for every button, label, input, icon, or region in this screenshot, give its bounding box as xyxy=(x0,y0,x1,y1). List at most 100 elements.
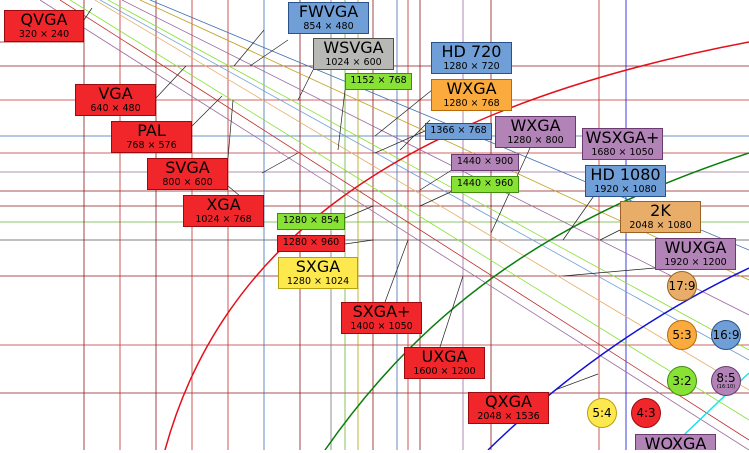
ratio-circle-4-3: 4:3 xyxy=(631,398,661,428)
res-size: 1024 × 768 xyxy=(195,214,252,225)
res-size: 2048 × 1536 xyxy=(477,411,540,422)
connector-line xyxy=(554,373,599,391)
connector-line xyxy=(233,29,265,67)
res-name: WOXGA xyxy=(644,434,707,453)
res-name: WUXGA xyxy=(664,238,727,257)
res-name: UXGA xyxy=(421,347,468,366)
arc-green xyxy=(324,152,749,450)
res-size: 1280 × 720 xyxy=(443,61,500,72)
res-box-1366x768: 1366 × 768 xyxy=(425,123,492,140)
res-box-vga: VGA 640 × 480 xyxy=(75,84,156,116)
ratio-circle-5-4: 5:4 xyxy=(587,398,617,428)
res-size: 2048 × 1080 xyxy=(629,220,692,231)
connector-line xyxy=(261,152,299,174)
res-name: QVGA xyxy=(20,10,68,29)
res-box-wuxga: WUXGA 1920 × 1200 xyxy=(655,238,736,270)
res-size: 1280 × 854 xyxy=(282,215,340,226)
ratio-sublabel: (16:10) xyxy=(716,384,736,390)
res-name: WSXGA+ xyxy=(585,128,660,147)
res-box-sxga: SXGA 1280 × 1024 xyxy=(278,257,358,289)
res-box-svga: SVGA 800 × 600 xyxy=(147,158,228,190)
ratio-label: 5:3 xyxy=(672,328,692,342)
ratio-circle-5-3: 5:3 xyxy=(667,320,697,350)
connector-line xyxy=(337,89,346,151)
connector-line xyxy=(155,65,187,99)
res-name: SXGA xyxy=(295,257,341,276)
arc-red xyxy=(164,41,749,450)
connector-line xyxy=(227,99,234,159)
connector-line xyxy=(191,95,223,127)
res-box-2k: 2K 2048 × 1080 xyxy=(620,201,701,233)
res-box-wsvga: WSVGA 1024 × 600 xyxy=(313,38,394,70)
ratio-label: 3:2 xyxy=(672,374,692,388)
res-size: 1024 × 600 xyxy=(325,57,382,68)
label-connectors xyxy=(83,7,656,391)
aspect-ray xyxy=(69,0,749,421)
res-size: 800 × 600 xyxy=(162,177,213,188)
connector-line xyxy=(374,89,433,137)
connector-line xyxy=(83,7,93,21)
connector-line xyxy=(297,69,314,101)
res-size: 1280 × 1024 xyxy=(286,276,350,287)
res-size: 1920 × 1200 xyxy=(664,257,727,268)
connector-line xyxy=(249,39,289,67)
res-size: 1152 × 768 xyxy=(350,75,407,86)
res-size: 1366 × 768 xyxy=(430,125,487,136)
ratio-circle-17-9: 17:9 xyxy=(667,271,697,301)
res-box-wxga-800: WXGA 1280 × 800 xyxy=(495,116,576,148)
res-size: 768 × 576 xyxy=(126,140,177,151)
res-name: SVGA xyxy=(165,158,210,177)
res-box-hd720: HD 720 1280 × 720 xyxy=(431,42,512,74)
res-name: VGA xyxy=(98,84,133,103)
res-size: 1280 × 960 xyxy=(282,237,340,248)
connector-line xyxy=(599,229,621,241)
res-box-pal: PAL 768 × 576 xyxy=(111,121,192,153)
aspect-ray xyxy=(107,0,749,351)
res-name: PAL xyxy=(137,121,166,140)
res-box-qvga: QVGA 320 × 240 xyxy=(4,10,84,42)
ratio-label: 5:4 xyxy=(592,406,612,420)
connector-line xyxy=(419,167,456,191)
res-size: 320 × 240 xyxy=(18,29,70,40)
res-name: FWVGA xyxy=(298,2,359,21)
ratio-circle-8-5: 8:5 (16:10) xyxy=(711,366,741,396)
res-box-wsxga-plus: WSXGA+ 1680 × 1050 xyxy=(582,128,663,160)
res-box-woxga: WOXGA xyxy=(635,434,716,453)
res-size: 1920 × 1080 xyxy=(594,184,657,195)
connector-line xyxy=(384,239,409,303)
connector-line xyxy=(344,239,374,245)
res-size: 1280 × 800 xyxy=(507,135,564,146)
aspect-ray xyxy=(139,0,749,281)
connector-line xyxy=(374,130,426,154)
ratio-label: 8:5 xyxy=(716,371,736,385)
res-box-qxga: QXGA 2048 × 1536 xyxy=(468,392,549,424)
res-name: HD 720 xyxy=(441,42,502,61)
ratio-circle-16-9: 16:9 xyxy=(711,320,741,350)
res-size: 854 × 480 xyxy=(303,21,354,32)
connector-line xyxy=(344,205,374,219)
res-name: XGA xyxy=(206,195,241,214)
res-box-xga: XGA 1024 × 768 xyxy=(183,195,264,227)
res-name: QXGA xyxy=(485,392,532,411)
res-box-wxga-768: WXGA 1280 × 768 xyxy=(431,79,512,111)
res-box-1440x960: 1440 × 960 xyxy=(451,176,519,193)
ratio-label: 4:3 xyxy=(636,406,656,420)
res-size: 1440 × 900 xyxy=(456,156,514,167)
res-size: 1680 × 1050 xyxy=(591,147,654,158)
connector-line xyxy=(439,275,464,348)
connector-line xyxy=(419,189,456,207)
res-box-1280x854: 1280 × 854 xyxy=(277,213,345,230)
res-size: 640 × 480 xyxy=(90,103,141,114)
res-box-uxga: UXGA 1600 × 1200 xyxy=(404,347,485,379)
connector-line xyxy=(562,189,599,241)
res-box-fwvga: FWVGA 854 × 480 xyxy=(288,2,369,34)
res-name: WSVGA xyxy=(323,38,384,57)
aspect-ray xyxy=(94,0,749,391)
ratio-circle-3-2: 3:2 xyxy=(667,366,697,396)
res-name: WXGA xyxy=(510,116,561,135)
res-name: HD 1080 xyxy=(590,165,661,184)
res-box-1280x960: 1280 × 960 xyxy=(277,235,345,252)
res-box-1440x900: 1440 × 900 xyxy=(451,154,519,171)
res-box-1152x768: 1152 × 768 xyxy=(345,73,412,90)
res-size: 1600 × 1200 xyxy=(413,366,476,377)
